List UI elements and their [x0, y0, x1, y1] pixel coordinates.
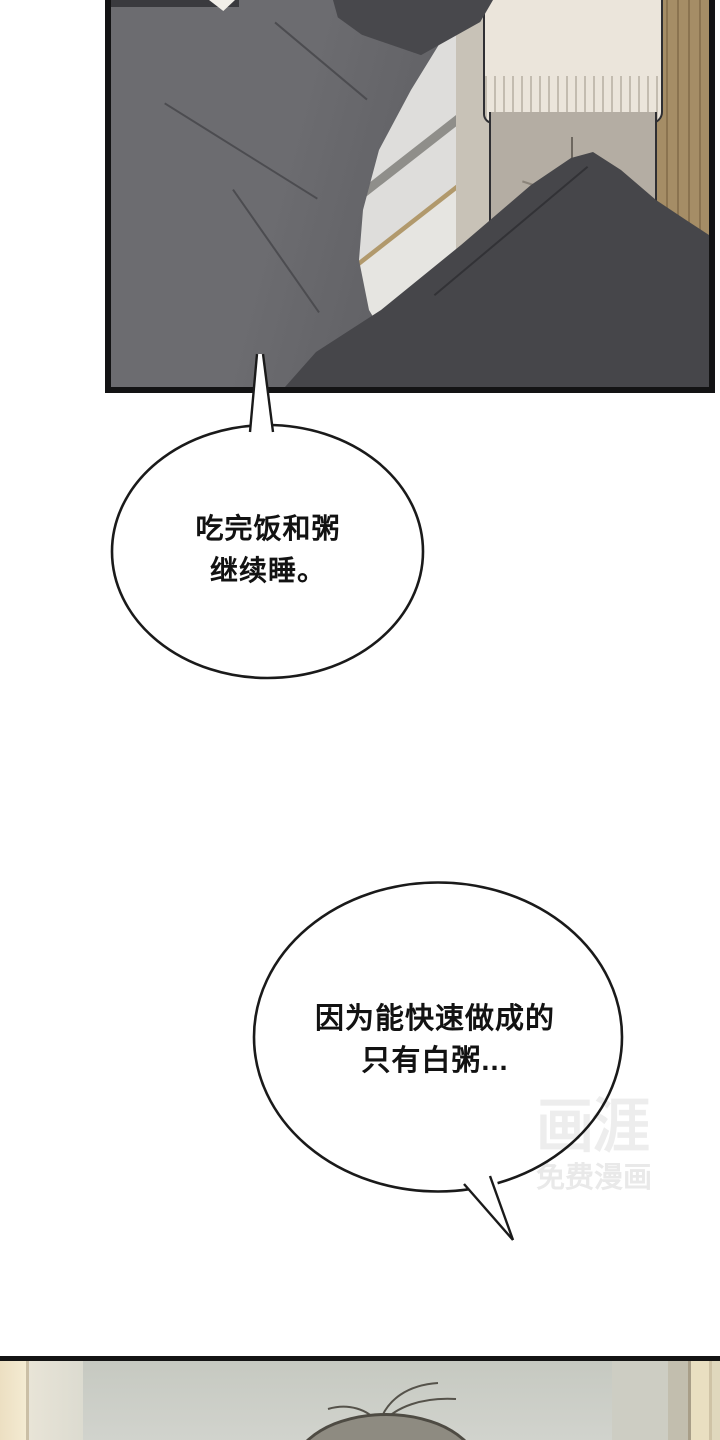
right-wall-band	[612, 1361, 668, 1440]
sweater-fold-line	[274, 21, 368, 101]
top-comic-panel	[105, 0, 715, 393]
bottom-comic-panel	[0, 1356, 720, 1440]
bubble-2-line-1: 因为能快速做成的	[314, 1003, 555, 1035]
door-frame-edge	[709, 1361, 712, 1440]
door-frame-band	[668, 1361, 688, 1440]
bubble-2-tail-line	[488, 1175, 515, 1241]
bubble-2-line-2: 只有白粥...	[361, 1045, 509, 1077]
door-frame-end	[712, 1361, 720, 1440]
speech-bubble-2-text: 因为能快速做成的 只有白粥...	[270, 998, 600, 1082]
white-collar-highlight	[209, 0, 235, 11]
bubble-1-line-1: 吃完饭和粥	[195, 513, 341, 544]
watermark-tagline: 免费漫画	[536, 1162, 653, 1194]
light-band-edge	[26, 1361, 29, 1440]
pale-wall-band	[29, 1361, 83, 1440]
warm-light-band	[0, 1361, 26, 1440]
bubble-1-line-2: 继续睡。	[209, 555, 326, 586]
bubble-2-tail-line	[463, 1183, 514, 1241]
watermark-logo: 画涯	[536, 1093, 650, 1160]
door-frame-line	[688, 1361, 691, 1440]
sweater-fold-line	[232, 188, 320, 314]
sweater-fold-line	[164, 102, 318, 200]
door-frame-highlight	[691, 1361, 709, 1440]
site-watermark: 画涯 免费漫画	[536, 1093, 706, 1194]
standing-person-cream-sweater	[483, 0, 663, 124]
speech-bubble-1-text: 吃完饭和粥 继续睡。	[107, 508, 429, 592]
dark-edge-strip	[111, 0, 239, 7]
speech-bubble-2-tail	[462, 1170, 513, 1240]
